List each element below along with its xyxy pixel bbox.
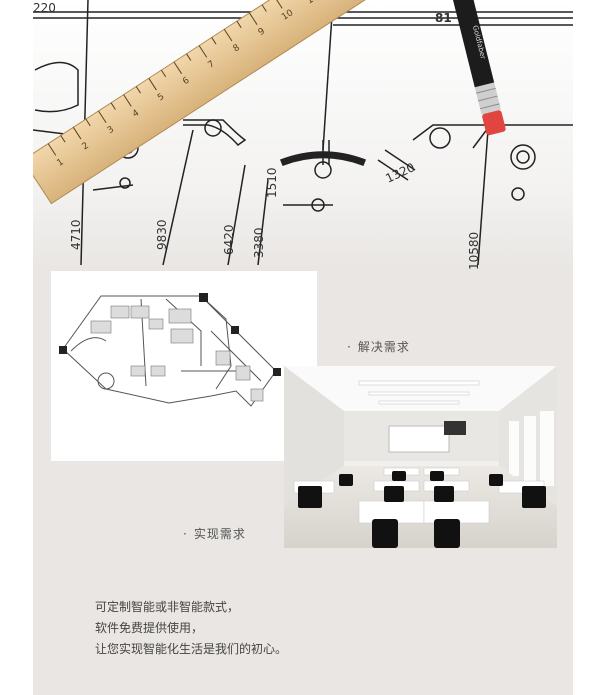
- ruler-number: 1: [55, 157, 65, 169]
- caption-solve: · 解决需求: [347, 338, 410, 355]
- description-line: 让您实现智能化生活是我们的初心。: [95, 642, 288, 656]
- bullet-dot: ·: [347, 340, 352, 354]
- description-text: 可定制智能或非智能款式， 软件免费提供使用， 让您实现智能化生活是我们的初心。: [95, 597, 287, 660]
- dimension-label: 220: [33, 1, 56, 15]
- description-line: 可定制智能或非智能款式，: [95, 600, 240, 614]
- caption-realize-text: 实现需求: [193, 527, 246, 541]
- dimension-label: 6420: [222, 224, 236, 255]
- caption-realize: · 实现需求: [183, 525, 246, 542]
- ruler-number: 7: [206, 59, 216, 71]
- product-panel: 220 81 4710 9830 6420 3380 1510 1320 105…: [33, 0, 573, 695]
- ruler-number: 8: [232, 43, 242, 55]
- floor-plan-image: [51, 271, 317, 461]
- ruler-number: 2: [81, 141, 91, 153]
- dimension-label: 10580: [467, 232, 481, 270]
- pencil: Goldfaber: [450, 0, 506, 136]
- dimension-label: 81: [435, 11, 452, 25]
- classroom-photo: [284, 366, 557, 548]
- ruler-number: 4: [131, 108, 141, 120]
- bullet-dot: ·: [183, 527, 188, 541]
- ruler-number: 3: [106, 125, 116, 137]
- dimension-label: 4710: [69, 219, 83, 250]
- ruler-number: 5: [156, 92, 166, 104]
- dimension-label: 3380: [252, 227, 266, 258]
- description-line: 软件免费提供使用，: [95, 621, 204, 635]
- ruler: 1 2 3 4 5 6 7 8 9 10 11: [33, 0, 405, 205]
- caption-solve-text: 解决需求: [357, 340, 410, 354]
- ruler-number: 11: [305, 0, 320, 6]
- ruler-number: 6: [181, 75, 191, 87]
- ruler-number: 9: [257, 26, 267, 38]
- dimension-label: 1510: [265, 167, 279, 198]
- blueprint-illustration: 220 81 4710 9830 6420 3380 1510 1320 105…: [33, 0, 573, 270]
- dimension-label: 9830: [155, 219, 169, 250]
